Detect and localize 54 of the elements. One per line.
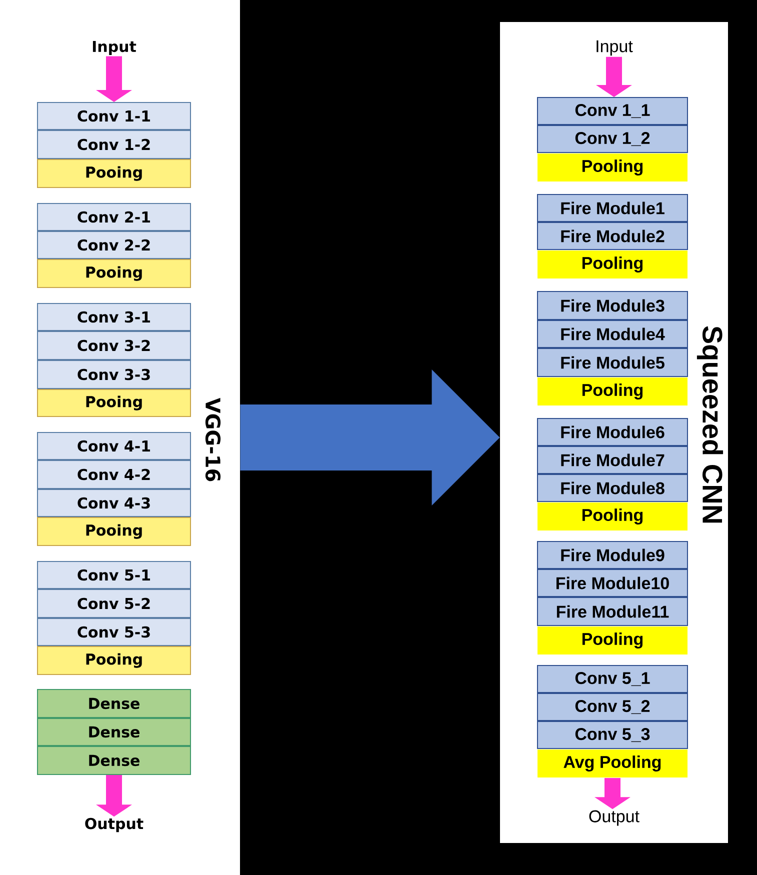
block-arrow	[96, 56, 132, 102]
layer-box: Conv 2-1	[37, 203, 191, 231]
layer-box: Conv 4-1	[37, 432, 191, 460]
layer-box: Dense	[37, 746, 191, 775]
layer-box: Pooing	[37, 259, 191, 288]
layer-box: Conv 2-2	[37, 231, 191, 259]
layer-box: Pooling	[538, 502, 688, 530]
layer-box: Pooing	[37, 646, 191, 675]
layer-box: Conv 1_1	[537, 97, 688, 125]
layer-box: Conv 5-2	[37, 589, 191, 618]
layer-box: Conv 5_3	[537, 721, 688, 749]
layer-box: Pooling	[538, 378, 688, 406]
layer-box: Conv 5-1	[37, 561, 191, 589]
layer-box: Conv 5_1	[537, 665, 688, 693]
io-label: Input	[92, 40, 136, 56]
layer-box: Pooing	[37, 389, 191, 417]
layer-box: Pooling	[538, 250, 688, 278]
layer-box: Fire Module1	[537, 194, 688, 222]
layer-box: Fire Module10	[537, 569, 688, 597]
block-arrow	[594, 778, 630, 810]
block-arrow	[240, 370, 500, 506]
layer-box: Avg Pooling	[538, 750, 688, 778]
layer-box: Pooling	[538, 626, 688, 654]
layer-box: Fire Module11	[537, 597, 688, 626]
layer-box: Fire Module9	[537, 541, 688, 569]
layer-box: Fire Module2	[537, 222, 688, 250]
layer-box: Fire Module8	[537, 474, 688, 502]
layer-box: Conv 5_2	[537, 693, 688, 721]
layer-box: Pooing	[37, 159, 191, 188]
panel-title: Squeezed CNN	[696, 326, 724, 523]
block-arrow	[596, 56, 632, 97]
layer-box: Dense	[37, 718, 191, 746]
layer-box: Conv 1-1	[37, 102, 191, 130]
layer-box: Conv 5-3	[37, 618, 191, 646]
layer-box: Fire Module4	[537, 320, 688, 348]
layer-box: Pooling	[538, 154, 688, 182]
layer-box: Dense	[37, 689, 191, 718]
layer-box: Pooing	[37, 517, 191, 546]
layer-box: Conv 4-3	[37, 489, 191, 517]
panel-title: VGG-16	[205, 398, 221, 482]
layer-box: Conv 3-2	[37, 331, 191, 360]
layer-box: Fire Module6	[537, 418, 688, 446]
layer-box: Conv 1_2	[537, 125, 688, 153]
layer-box: Conv 4-2	[37, 460, 191, 489]
io-label: Output	[589, 810, 640, 826]
layer-box: Conv 1-2	[37, 130, 191, 159]
io-label: Input	[596, 40, 633, 56]
layer-box: Fire Module7	[537, 446, 688, 474]
layer-box: Conv 3-1	[37, 303, 191, 331]
io-label: Output	[85, 818, 144, 832]
layer-box: Fire Module3	[537, 291, 688, 320]
layer-box: Fire Module5	[537, 348, 688, 377]
layer-box: Conv 3-3	[37, 360, 191, 389]
block-arrow	[96, 775, 132, 817]
